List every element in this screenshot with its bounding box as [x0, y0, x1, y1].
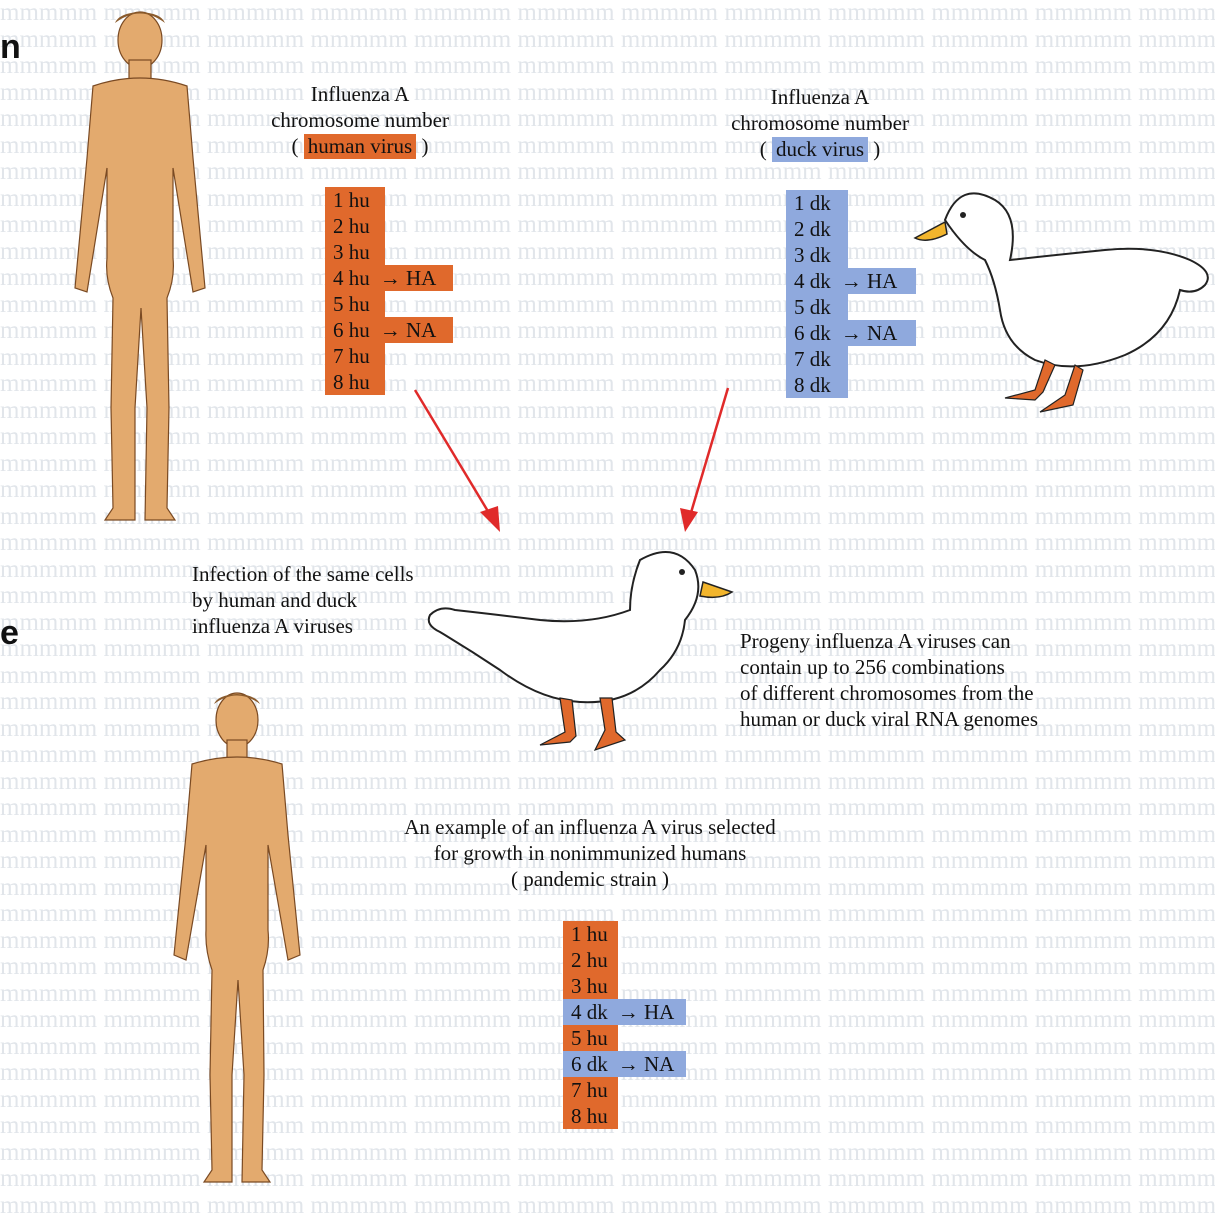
human-segment-1: 1 hu: [325, 187, 385, 213]
human-segment-6: 6 hu → NA: [325, 317, 453, 343]
duck-segment-gene-arrow: → NA: [841, 321, 898, 345]
human-segment-5: 5 hu: [325, 291, 385, 317]
pandemic-segment-3: 3 hu: [563, 973, 618, 999]
duck-panel-title-2: chromosome number: [690, 111, 950, 136]
duck-segment-label: 2 dk: [794, 217, 831, 241]
duck-segment-2: 2 dk: [786, 216, 848, 242]
pandemic-segment-6: 6 dk → NA: [563, 1051, 686, 1077]
duck-segment-3: 3 dk: [786, 242, 848, 268]
duck-segment-label: 7 dk: [794, 347, 831, 371]
human-segment-label: 8 hu: [333, 370, 370, 394]
duck-segment-label: 5 dk: [794, 295, 831, 319]
paren-open: (: [760, 137, 767, 161]
infection-label-2: by human and duck: [192, 587, 357, 613]
infection-label-1: Infection of the same cells: [192, 561, 414, 587]
human-segment-label: 4 hu: [333, 266, 370, 290]
human-segment-label: 6 hu: [333, 318, 370, 342]
pandemic-segment-5: 5 hu: [563, 1025, 618, 1051]
paren-open: (: [292, 134, 299, 158]
pandemic-segment-8: 8 hu: [563, 1103, 618, 1129]
duck-figure-middle: [420, 540, 750, 760]
duck-segment-5: 5 dk: [786, 294, 848, 320]
pandemic-segment-label: 4 dk: [571, 1000, 608, 1024]
pandemic-segment-label: 3 hu: [571, 974, 608, 998]
human-panel-title-1: Influenza A: [230, 82, 490, 107]
human-segment-label: 3 hu: [333, 240, 370, 264]
pandemic-segment-gene-arrow: → HA: [618, 1000, 675, 1024]
pandemic-segment-label: 8 hu: [571, 1104, 608, 1128]
pandemic-segment-gene-arrow: → NA: [618, 1052, 675, 1076]
duck-segment-label: 3 dk: [794, 243, 831, 267]
human-segment-gene-arrow: → HA: [380, 266, 437, 290]
duck-panel-tag-row: ( duck virus ): [690, 137, 950, 162]
duck-panel-title-1: Influenza A: [690, 85, 950, 110]
human-segment-label: 5 hu: [333, 292, 370, 316]
pandemic-segment-label: 6 dk: [571, 1052, 608, 1076]
infection-arrows: [400, 380, 740, 550]
human-segment-gene-arrow: → NA: [380, 318, 437, 342]
human-figure-top: [55, 8, 225, 533]
duck-segment-1: 1 dk: [786, 190, 848, 216]
duck-segment-8: 8 dk: [786, 372, 848, 398]
duck-segment-label: 8 dk: [794, 373, 831, 397]
duck-segment-6: 6 dk → NA: [786, 320, 916, 346]
progeny-label-3: of different chromosomes from the: [740, 680, 1034, 706]
infection-label-3: influenza A viruses: [192, 613, 353, 639]
duck-segment-7: 7 dk: [786, 346, 848, 372]
pandemic-segment-2: 2 hu: [563, 947, 618, 973]
example-label-2: for growth in nonimmunized humans: [320, 841, 860, 866]
pandemic-segment-1: 1 hu: [563, 921, 618, 947]
human-segment-8: 8 hu: [325, 369, 385, 395]
duck-figure-top: [905, 160, 1215, 420]
example-label-3: ( pandemic strain ): [320, 867, 860, 892]
human-segment-3: 3 hu: [325, 239, 385, 265]
human-panel-tag-row: ( human virus ): [230, 134, 490, 159]
human-panel-title-2: chromosome number: [230, 108, 490, 133]
duck-segment-label: 1 dk: [794, 191, 831, 215]
progeny-label-1: Progeny influenza A viruses can: [740, 628, 1011, 654]
human-virus-tag: human virus: [304, 134, 416, 159]
pandemic-segment-7: 7 hu: [563, 1077, 618, 1103]
edge-letter-bottom: e: [0, 614, 19, 653]
duck-virus-tag: duck virus: [772, 137, 868, 162]
progeny-label-4: human or duck viral RNA genomes: [740, 706, 1038, 732]
duck-segment-gene-arrow: → HA: [841, 269, 898, 293]
pandemic-segment-label: 5 hu: [571, 1026, 608, 1050]
example-label-1: An example of an influenza A virus selec…: [320, 815, 860, 840]
duck-segment-label: 6 dk: [794, 321, 831, 345]
human-segment-label: 2 hu: [333, 214, 370, 238]
paren-close: ): [873, 137, 880, 161]
edge-letter-top: n: [0, 28, 21, 67]
duck-segment-label: 4 dk: [794, 269, 831, 293]
pandemic-segment-4: 4 dk → HA: [563, 999, 686, 1025]
pandemic-segment-label: 7 hu: [571, 1078, 608, 1102]
human-segment-label: 7 hu: [333, 344, 370, 368]
pandemic-segment-label: 2 hu: [571, 948, 608, 972]
paren-close: ): [421, 134, 428, 158]
progeny-label-2: contain up to 256 combinations: [740, 654, 1005, 680]
pandemic-segment-label: 1 hu: [571, 922, 608, 946]
human-segment-7: 7 hu: [325, 343, 385, 369]
duck-segment-4: 4 dk → HA: [786, 268, 916, 294]
human-segment-4: 4 hu → HA: [325, 265, 453, 291]
human-segment-label: 1 hu: [333, 188, 370, 212]
human-figure-bottom: [160, 690, 315, 1190]
human-segment-2: 2 hu: [325, 213, 385, 239]
